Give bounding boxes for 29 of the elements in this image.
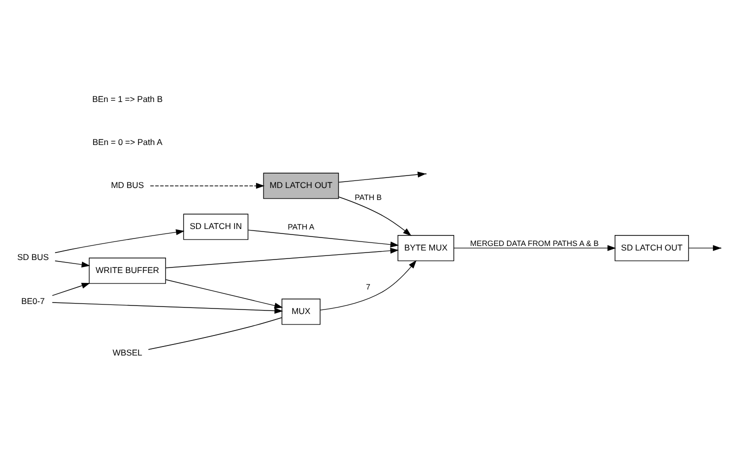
node-box: MD LATCH OUT [263, 172, 339, 199]
node-box: MUX [282, 298, 320, 325]
node-box: SD LATCH IN [183, 214, 248, 240]
node-text: SD BUS [17, 252, 49, 262]
edge-label: PATH A [288, 222, 314, 232]
arrow [54, 260, 90, 268]
arrow [454, 245, 616, 252]
node-box: BYTE MUX [398, 234, 454, 262]
arrow [165, 279, 283, 308]
label: BEn = 0 => Path A [92, 136, 162, 147]
node-text: WBSEL [112, 348, 142, 358]
arrow [54, 229, 184, 254]
node-text: BE0-7 [21, 296, 45, 306]
arrow [150, 182, 265, 189]
arrow [338, 172, 426, 183]
connector [148, 317, 282, 350]
node-box: SD LATCH OUT [614, 234, 689, 262]
arrow [52, 282, 90, 296]
edge-label: PATH B [354, 192, 382, 202]
arrow [248, 230, 399, 248]
arrow [165, 248, 399, 268]
edge-label: MERGED DATA FROM PATHS A & B [470, 238, 599, 248]
arrow [52, 302, 283, 314]
node-text: MD BUS [110, 180, 144, 190]
edge-label: 7 [366, 282, 370, 292]
arrow [338, 196, 412, 236]
arrow [320, 260, 417, 310]
label: BEn = 1 => Path B [92, 94, 163, 104]
node-box: WRITE BUFFER [88, 258, 166, 284]
